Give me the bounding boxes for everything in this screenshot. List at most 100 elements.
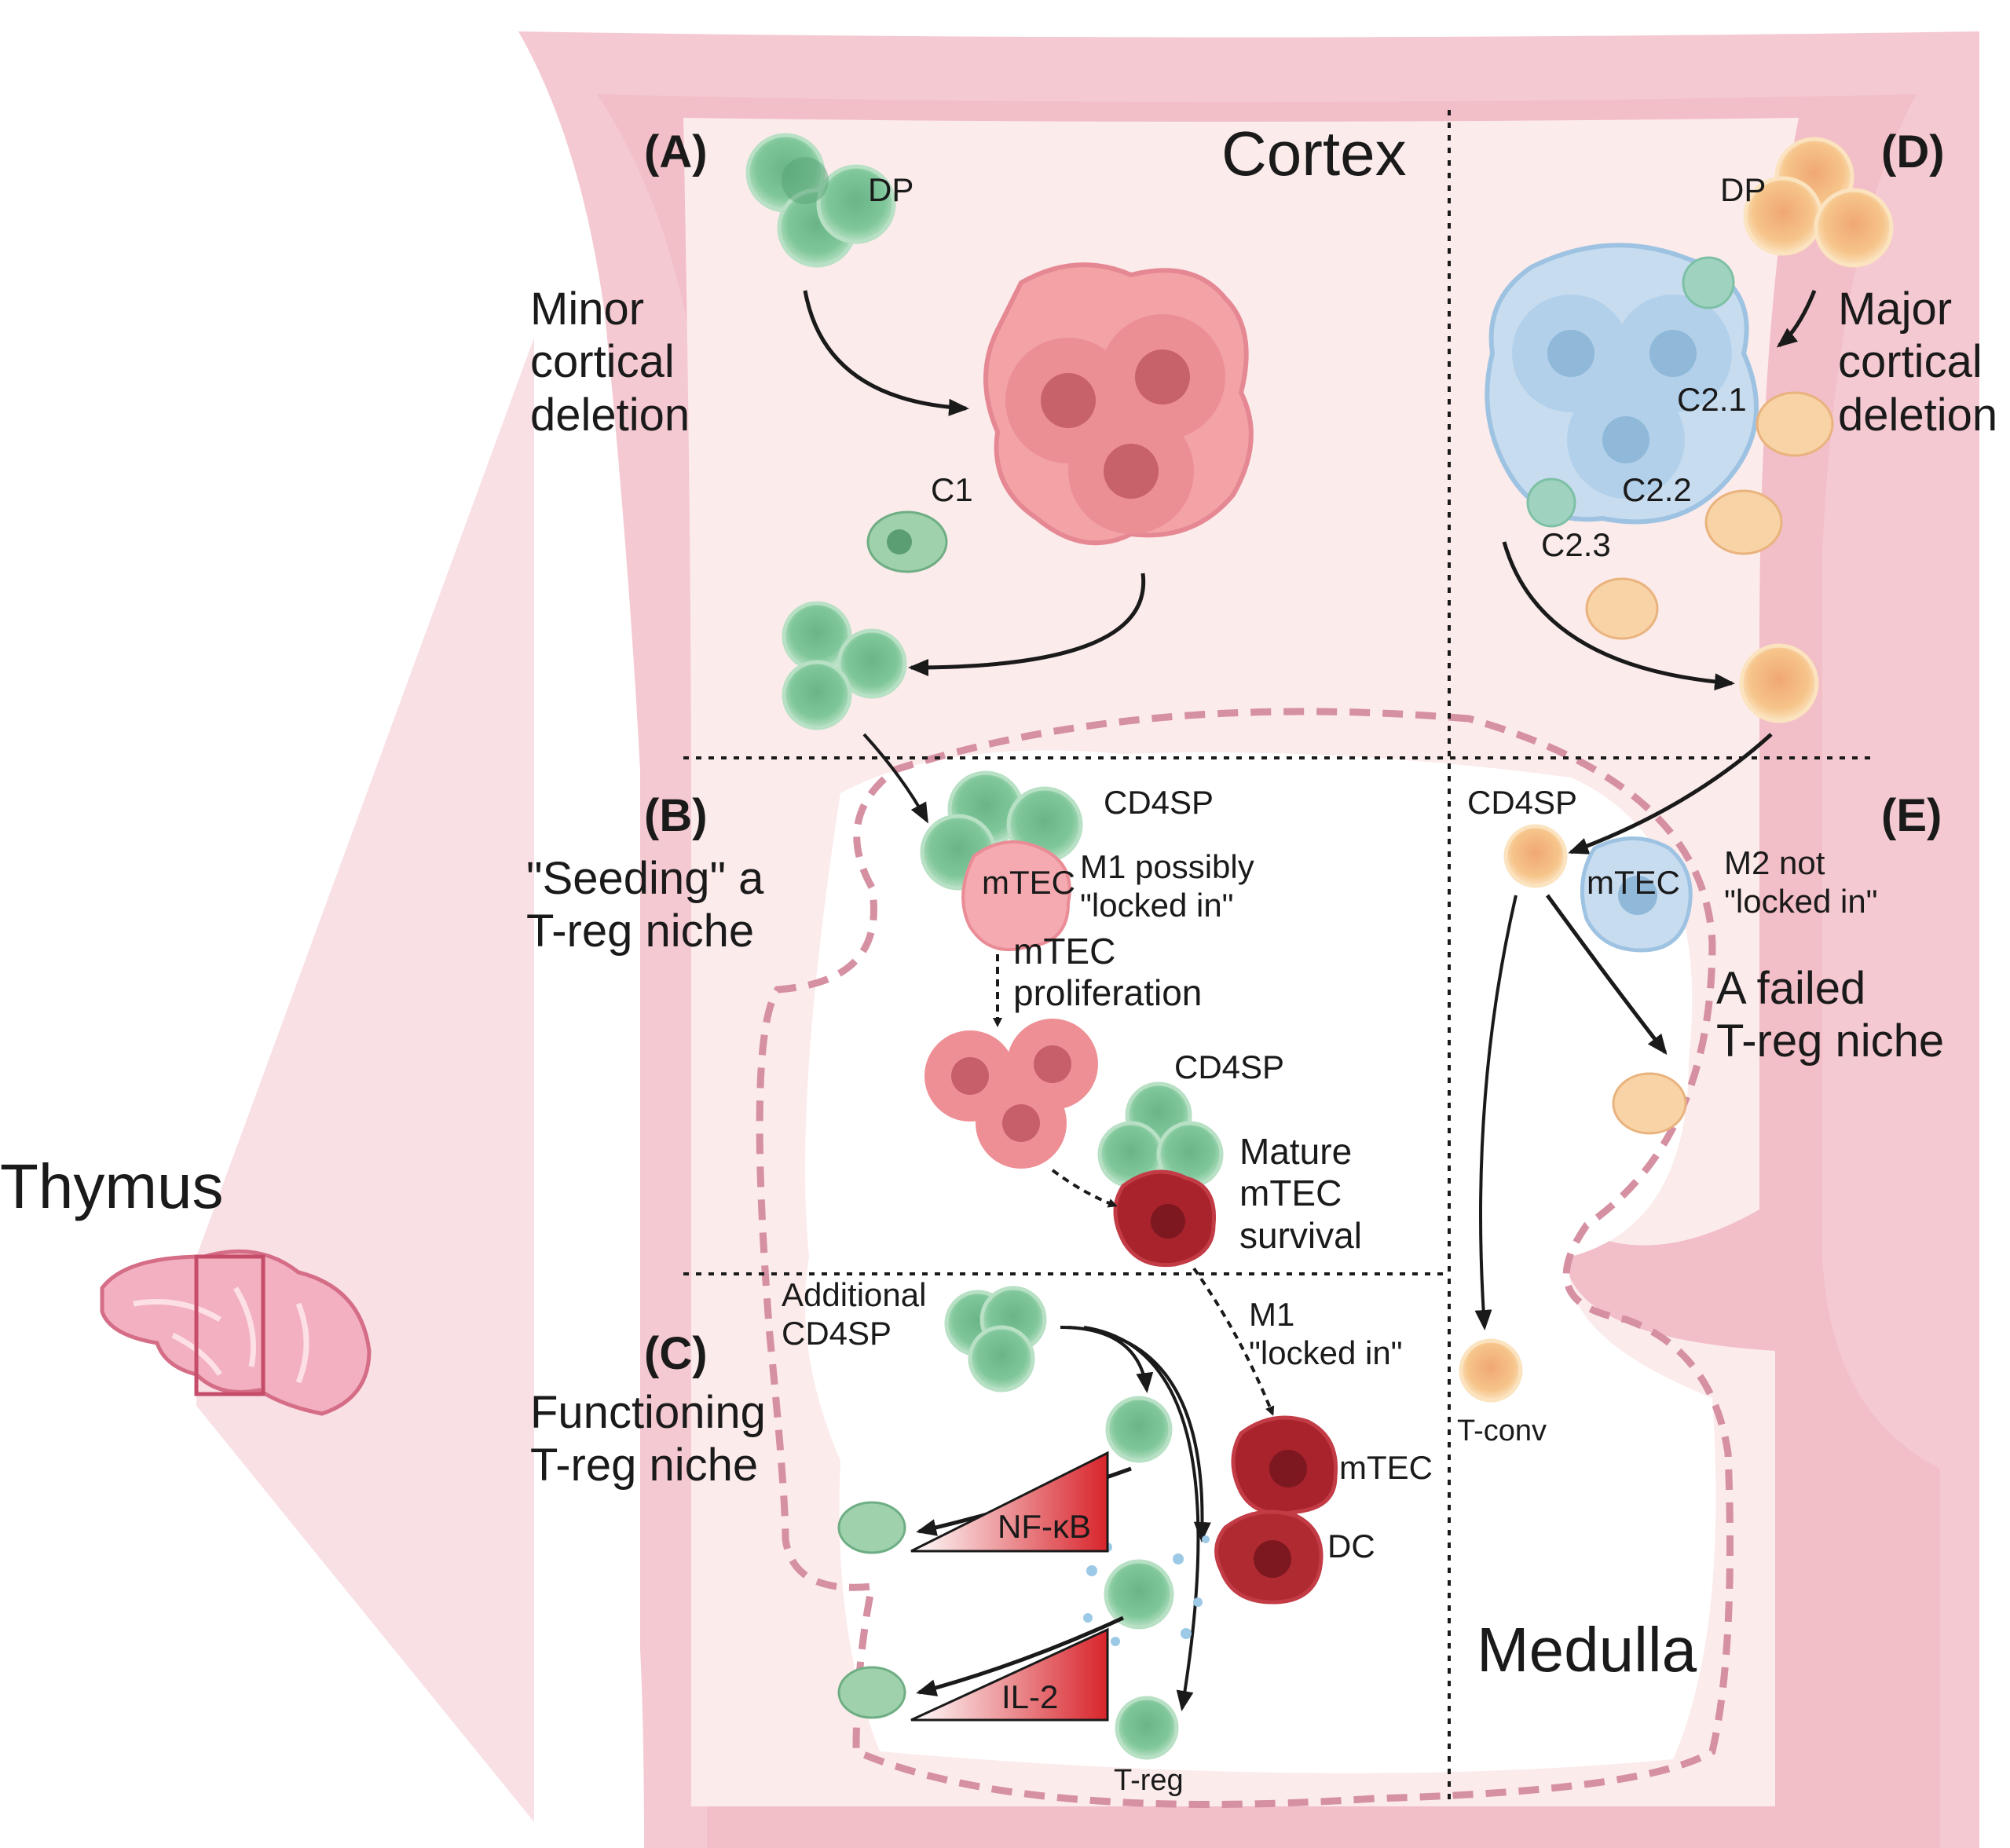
arrow-d1 [1776, 290, 1817, 348]
panel-c-il2-label: IL-2 [1001, 1678, 1059, 1715]
mature-mtec [1113, 1169, 1217, 1268]
arrow-a1 [803, 290, 969, 416]
panel-b-tag: (B) [644, 790, 708, 841]
panel-d-c22-label: C2.2 [1622, 471, 1692, 508]
panel-d-caption: Major cortical deletion [1838, 283, 1997, 441]
arrow-c3 [1083, 1326, 1200, 1711]
cd4sp-e [1503, 824, 1568, 888]
apoptotic-cell-c1 [866, 510, 948, 573]
surviving-cell-d [1739, 643, 1819, 723]
apoptotic-cell-c1b [837, 1501, 906, 1554]
arrow-de [1568, 733, 1773, 854]
panel-a-caption: Minor cortical deletion [530, 283, 690, 441]
nfkb-triangle [910, 1451, 1109, 1553]
panel-e-mtec-label: mTEC [1587, 864, 1680, 901]
panel-e-tconv-label: T-conv [1457, 1414, 1547, 1447]
panel-b-m1-line1: M1 possibly [1080, 848, 1254, 885]
zoom-wedge [196, 338, 534, 1822]
panel-c-caption-line2: T-reg niche [530, 1440, 759, 1491]
panel-b-caption-line1: "Seeding" a [526, 853, 764, 904]
panel-c-additional-line2: CD4SP [782, 1314, 892, 1352]
panel-c-additional-line1: Additional [782, 1276, 927, 1313]
c1-mtec-cluster [983, 262, 1254, 546]
panel-c-m1-label: M1 "locked in" [1249, 1296, 1403, 1372]
panel-d-dp-label: DP [1720, 171, 1767, 208]
mtec-proliferation-cluster [924, 1019, 1098, 1169]
panel-a-tag: (A) [644, 126, 708, 177]
panel-b-mature-label: Mature mTEC survival [1239, 1131, 1362, 1257]
thymus-label: Thymus [0, 1151, 224, 1221]
cortex-label: Cortex [1221, 119, 1407, 188]
panel-b-mature-line1: Mature [1239, 1131, 1353, 1172]
panel-b-caption: "Seeding" a T-reg niche [526, 852, 763, 958]
panel-e-m2-line1: M2 not [1724, 844, 1825, 881]
panel-d-c23-label: C2.3 [1541, 526, 1611, 563]
apoptotic-cell-e [1612, 1072, 1687, 1135]
panel-b-prolif-line1: mTEC [1013, 931, 1116, 972]
panel-b-mature-line2: mTEC [1239, 1173, 1342, 1214]
surviving-cells-a [782, 601, 907, 730]
panel-d-tag: (D) [1881, 126, 1945, 177]
dp-cluster-d [1743, 137, 1894, 268]
arrow-b-c [1192, 1267, 1275, 1416]
panel-d-caption-line1: Major [1838, 284, 1953, 335]
panel-e-tag: (E) [1881, 790, 1942, 841]
panel-a-caption-line1: Minor [530, 284, 645, 335]
panel-a-caption-line3: deletion [530, 389, 690, 441]
dp-cluster-a [745, 133, 896, 268]
additional-cd4sp [944, 1286, 1047, 1392]
panel-c-dc-label: DC [1327, 1528, 1375, 1564]
panel-b-cd4sp-label: CD4SP [1104, 784, 1214, 821]
c2-mtec-cluster [1485, 243, 1759, 528]
niche-border-left [756, 708, 1734, 1808]
arrow-b-mature [1051, 1169, 1118, 1208]
panel-b-m1-line2: "locked in" [1080, 886, 1234, 924]
panel-e-failed-line2: T-reg niche [1716, 1015, 1945, 1067]
mtec-b [961, 840, 1071, 952]
panel-c-tag: (C) [644, 1328, 708, 1379]
mtec-e [1580, 836, 1693, 953]
panel-c-additional-label: Additional CD4SP [782, 1276, 926, 1352]
panel-c-m1-line2: "locked in" [1249, 1334, 1403, 1371]
panel-c-mtec-label: mTEC [1339, 1449, 1433, 1486]
panel-e-m2-line2: "locked in" [1724, 882, 1878, 920]
panel-e-failed-label: A failed T-reg niche [1716, 962, 1944, 1068]
panel-c-caption: Functioning T-reg niche [530, 1386, 766, 1492]
cd4sp-c1 [1105, 1396, 1173, 1463]
panel-b-mature-line3: survival [1239, 1214, 1362, 1256]
panel-b-prolif-label: mTEC proliferation [1013, 931, 1202, 1015]
panel-a-c1-label: C1 [931, 471, 973, 508]
tconv-cell [1459, 1338, 1523, 1403]
apoptotic-cells-d [1585, 391, 1834, 640]
panel-c-caption-line1: Functioning [530, 1387, 766, 1438]
panel-c-nfkb-label: NF-κB [998, 1508, 1091, 1545]
panel-b-m1-label: M1 possibly "locked in" [1080, 848, 1254, 924]
thymus-organ [100, 1249, 372, 1416]
arrow-d2 [1502, 541, 1735, 691]
arrow-a2 [908, 573, 1146, 676]
arrow-il2 [916, 1616, 1125, 1696]
panel-c-treg-label: T-reg [1114, 1764, 1184, 1797]
arrow-e-tconv [1474, 895, 1518, 1330]
panel-e-m2-label: M2 not "locked in" [1724, 844, 1878, 920]
panel-d-c21-label: C2.1 [1677, 381, 1747, 418]
panel-e-cd4sp-label: CD4SP [1467, 784, 1578, 821]
arrow-e-failed [1545, 894, 1668, 1056]
panel-d-caption-line3: deletion [1838, 389, 1998, 441]
arrow-ab [862, 733, 928, 824]
panel-e-failed-line1: A failed [1716, 963, 1866, 1014]
medulla-label: Medulla [1477, 1615, 1697, 1685]
treg-cell [1115, 1696, 1179, 1760]
panel-c-m1-line1: M1 [1249, 1296, 1295, 1333]
panel-b-caption-line2: T-reg niche [526, 906, 755, 957]
panel-a-caption-line2: cortical [530, 336, 675, 388]
il2-dots [1083, 1535, 1210, 1646]
apoptotic-cell-c2b [837, 1666, 906, 1719]
panel-b-cd4sp2-label: CD4SP [1174, 1048, 1285, 1085]
il2-triangle [910, 1627, 1109, 1722]
panel-b-prolif-line2: proliferation [1013, 972, 1203, 1014]
panel-b-mtec-label: mTEC [982, 864, 1075, 901]
panel-a-dp-label: DP [868, 171, 914, 208]
